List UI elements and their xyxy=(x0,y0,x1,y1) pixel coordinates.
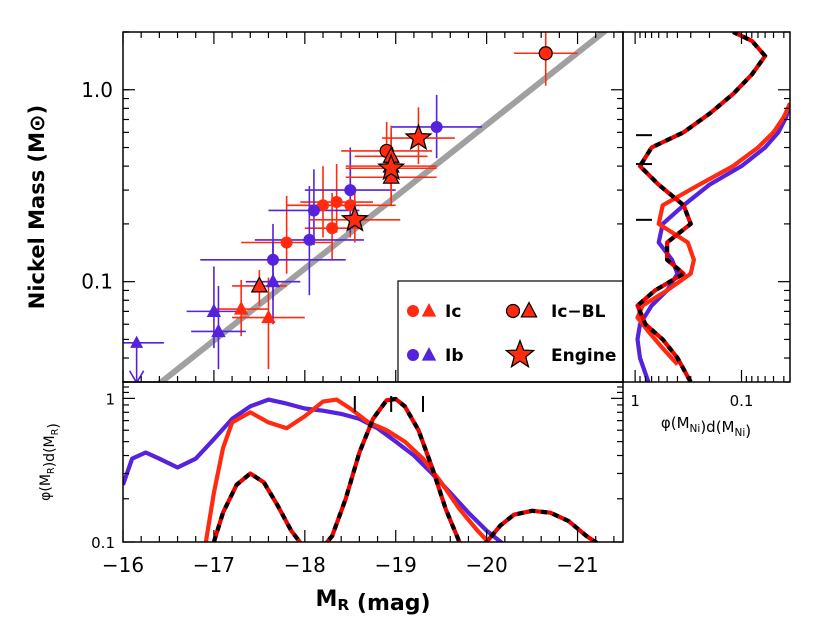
data-point-star xyxy=(404,123,433,151)
upper-limit-marker xyxy=(130,335,144,348)
data-point-circle-outlined xyxy=(538,46,553,61)
fit-line xyxy=(156,32,609,382)
right-x-axis-label: φ(MNi)d(MNi) xyxy=(661,414,751,440)
right-curve-engine xyxy=(635,32,768,382)
legend-symbol-triangle-outlined xyxy=(520,301,538,318)
legend-label: Ic−BL xyxy=(551,302,606,322)
upper-limit-arrowhead xyxy=(128,370,145,382)
legend-symbol-circle-outlined xyxy=(505,303,521,319)
right-panel-frame xyxy=(622,31,791,383)
x-tick-label: −21 xyxy=(556,553,598,577)
data-point-circle xyxy=(344,184,357,197)
legend: Ic Ic−BL Ib Engine xyxy=(397,280,624,383)
labels-group: 0.1 1.0 −16 −17 −18 −19 −20 −21 0.1 1 1 0.1 xyxy=(81,78,753,577)
legend-symbol-triangle xyxy=(421,303,437,317)
markers-group xyxy=(123,46,553,382)
right-curve-ic xyxy=(635,102,790,366)
bottom-y-tick-label: 0.1 xyxy=(91,534,115,552)
legend-label: Ib xyxy=(445,346,464,366)
right-x-tick-label: 0.1 xyxy=(730,392,754,410)
data-point-triangle xyxy=(233,301,249,315)
data-point-circle xyxy=(317,199,329,212)
data-point-star xyxy=(340,204,369,232)
bottom-curve-engine-dash xyxy=(211,396,600,542)
main-y-tick-label: 1.0 xyxy=(81,78,113,102)
legend-symbol-triangle xyxy=(421,347,437,361)
data-point-triangle xyxy=(211,323,226,338)
main-points-group xyxy=(123,32,578,382)
bottom-curve-ic xyxy=(203,397,492,542)
data-point-circle xyxy=(280,236,293,249)
legend-symbol-circle xyxy=(407,349,419,361)
legend-label: Engine xyxy=(551,346,616,366)
legend-symbol-star xyxy=(504,338,536,369)
x-tick-label: −18 xyxy=(284,553,326,577)
x-tick-label: −17 xyxy=(193,553,235,577)
data-point-triangle xyxy=(261,309,276,324)
data-point-circle xyxy=(326,222,339,235)
data-point-circle xyxy=(430,120,443,133)
x-tick-label: −19 xyxy=(375,553,417,577)
bottom-curves-group xyxy=(123,396,600,542)
data-point-triangle xyxy=(206,303,222,317)
right-x-tick-label: 1 xyxy=(630,392,640,410)
main-y-tick-label: 0.1 xyxy=(81,270,113,294)
bottom-y-tick-label: 1 xyxy=(105,390,115,408)
legend-label: Ic xyxy=(445,302,461,322)
data-point-star xyxy=(377,153,406,181)
data-point-circle xyxy=(330,196,343,209)
legend-symbol-circle xyxy=(407,305,419,317)
data-point-circle xyxy=(344,199,357,212)
data-point-circle xyxy=(267,253,279,266)
bottom-curve-ib xyxy=(123,397,505,542)
legend-box xyxy=(397,280,624,383)
x-tick-label: −16 xyxy=(102,553,144,577)
right-curve-ib xyxy=(635,102,790,382)
x-tick-label: −20 xyxy=(466,553,508,577)
bottom-panel-frame xyxy=(122,381,624,543)
fit-line-group xyxy=(156,32,609,382)
data-point-circle xyxy=(307,204,320,217)
main-y-axis-label: Nickel Mass (M⊙) xyxy=(25,105,49,309)
right-curve-engine-dash xyxy=(635,32,768,382)
bottom-x-axis-label: MR (mag) xyxy=(315,587,430,616)
data-point-triangle xyxy=(265,273,281,288)
right-curves-group xyxy=(635,32,790,382)
bottom-y-axis-label: φ(MR)d(MR) xyxy=(38,423,62,501)
data-point-circle xyxy=(303,233,316,246)
data-point-triangle-outlined xyxy=(250,276,269,293)
